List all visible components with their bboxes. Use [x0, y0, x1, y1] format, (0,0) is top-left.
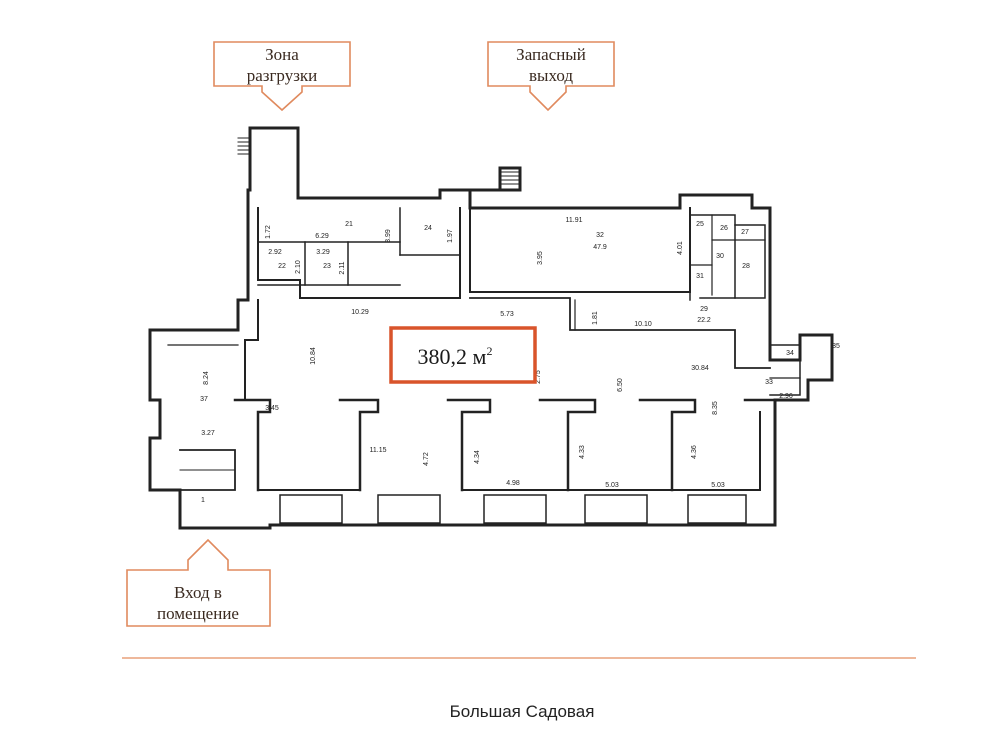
unloading-zone-label-line1: Зона — [265, 45, 299, 64]
room-number-30: 30 — [716, 253, 724, 260]
room-number-26: 26 — [720, 225, 728, 232]
total-area-value: 380,2 м2 — [418, 344, 493, 369]
dimension-label: 5.03 — [605, 482, 619, 489]
room-number-37: 37 — [200, 396, 208, 403]
dimension-label: 3.29 — [316, 249, 330, 256]
dimension-label: 4.34 — [474, 450, 481, 464]
dimension-label: 4.36 — [691, 445, 698, 459]
entrance-label-line2: помещение — [157, 604, 239, 623]
emergency-exit-callout: Запасный выход — [487, 41, 615, 112]
dimension-label: 3.27 — [201, 430, 215, 437]
emergency-exit-label-line1: Запасный — [516, 45, 586, 64]
room-labels: 21 22 23 24 25 26 27 28 29 30 31 32 33 3… — [200, 221, 840, 504]
dimension-labels: 1.72 6.29 3.99 1.97 2.92 2.10 3.29 2.11 … — [201, 217, 793, 489]
dimension-label: 2.75 — [535, 370, 542, 384]
room-number-29: 29 — [700, 306, 708, 313]
dimension-label: 3.95 — [537, 251, 544, 265]
dimension-label: 6.29 — [315, 233, 329, 240]
room-number-35: 35 — [832, 343, 840, 350]
room-number-32: 32 — [596, 232, 604, 239]
dimension-label: 3.45 — [265, 405, 279, 412]
entrance-callout: Вход в помещение — [126, 538, 271, 627]
room-number-27: 27 — [741, 229, 749, 236]
total-area-unit-superscript: 2 — [486, 344, 492, 358]
unloading-zone-callout: Зона разгрузки — [213, 41, 351, 112]
dimension-label: 2.92 — [268, 249, 282, 256]
room-number-23: 23 — [323, 263, 331, 270]
emergency-exit-label-line2: выход — [529, 66, 573, 85]
street-name: Большая Садовая — [450, 702, 595, 721]
entrance-label-line1: Вход в — [174, 583, 222, 602]
unloading-zone-label-line2: разгрузки — [247, 66, 318, 85]
dimension-label: 30.84 — [691, 365, 709, 372]
room-number-28: 28 — [742, 263, 750, 270]
dimension-label: 1.97 — [447, 229, 454, 243]
dimension-label: 2.96 — [779, 393, 793, 400]
dimension-label: 2.11 — [339, 261, 346, 274]
dimension-label: 10.10 — [634, 321, 652, 328]
dimension-label: 8.35 — [712, 401, 719, 415]
dimension-label: 4.33 — [579, 445, 586, 459]
dimension-label: 4.98 — [506, 480, 520, 487]
room-number-22: 22 — [278, 263, 286, 270]
room-number-31: 31 — [696, 273, 704, 280]
dimension-label: 5.73 — [500, 311, 514, 318]
room-number-1: 1 — [201, 497, 205, 504]
room-number-24: 24 — [424, 225, 432, 232]
dimension-label: 2.10 — [295, 260, 302, 274]
dimension-label: 1.72 — [265, 225, 272, 239]
walls — [148, 126, 834, 530]
room-number-34: 34 — [786, 350, 794, 357]
dimension-label: 5.03 — [711, 482, 725, 489]
total-area-box: 380,2 м2 — [389, 326, 537, 384]
dimension-label: 22.2 — [697, 317, 711, 324]
total-area-number: 380,2 м — [418, 344, 487, 369]
room-number-21: 21 — [345, 221, 353, 228]
room-number-33: 33 — [765, 379, 773, 386]
dimension-label: 11.15 — [370, 447, 387, 454]
dimension-label: 8.24 — [203, 371, 210, 385]
dimension-label: 4.01 — [677, 241, 684, 255]
dimension-label: 10.84 — [310, 347, 317, 365]
dimension-label: 47.9 — [593, 244, 607, 251]
dimension-label: 6.50 — [617, 378, 624, 392]
dimension-label: 10.29 — [351, 309, 369, 316]
room-number-25: 25 — [696, 221, 704, 228]
dimension-label: 3.99 — [385, 229, 392, 243]
dimension-label: 1.81 — [592, 311, 599, 325]
dimension-label: 4.72 — [423, 452, 430, 466]
dimension-label: 11.91 — [566, 217, 583, 224]
